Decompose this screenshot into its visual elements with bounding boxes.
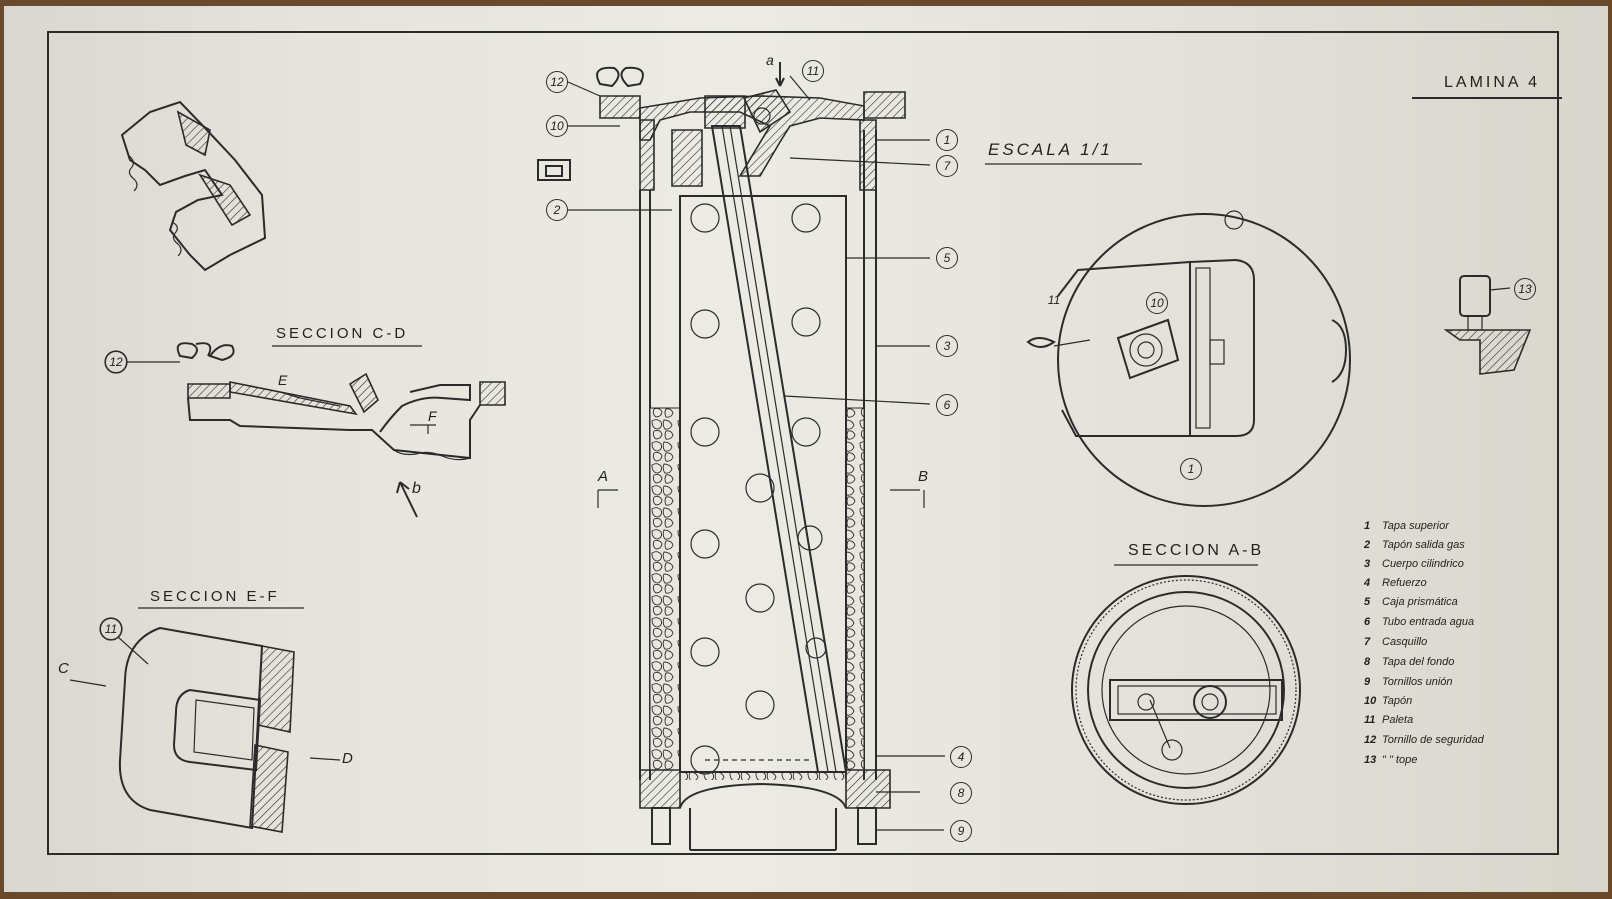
- callout-3: 3: [936, 335, 958, 357]
- legend-item: 13" " tope: [1364, 754, 1418, 766]
- plate-number: LAMINA 4: [1444, 74, 1541, 91]
- section-ef-drawing: [69, 607, 341, 833]
- callout-10: 10: [546, 115, 568, 137]
- section-cd-drawing: [104, 342, 506, 518]
- callout-8: 8: [950, 782, 972, 804]
- marker-C: C: [58, 660, 69, 677]
- marker-a: a: [766, 52, 774, 68]
- callout-13: 13: [1514, 278, 1536, 300]
- callout-12-main: 12: [546, 71, 568, 93]
- scale-label: ESCALA 1/1: [988, 140, 1113, 159]
- callout-10-plan: 10: [1146, 292, 1168, 314]
- callout-9: 9: [950, 820, 972, 842]
- marker-A: A: [598, 468, 609, 485]
- plan-view-circle: [1026, 210, 1351, 507]
- section-ab-drawing: [1071, 564, 1301, 805]
- drawing-sheet: [4, 6, 1608, 892]
- callout-11-ef: 11: [100, 618, 122, 640]
- callout-4: 4: [950, 746, 972, 768]
- marker-b: b: [412, 480, 421, 497]
- callout-1-plan: 1: [1180, 458, 1202, 480]
- callout-6: 6: [936, 394, 958, 416]
- marker-E: E: [278, 372, 288, 388]
- detail-13-drawing: [1443, 275, 1532, 375]
- callout-5: 5: [936, 247, 958, 269]
- section-ef-title: SECCION E-F: [150, 588, 280, 605]
- section-cd-title: SECCION C-D: [276, 325, 409, 342]
- marker-F: F: [428, 408, 437, 424]
- callout-12-cd: 12: [105, 351, 127, 373]
- callout-7: 7: [936, 155, 958, 177]
- detail-fragment-top-left: [120, 100, 267, 272]
- main-cross-section: [537, 62, 945, 851]
- marker-B: B: [918, 468, 929, 485]
- callout-11-main: 11: [802, 60, 824, 82]
- drawing-border: [47, 31, 1559, 855]
- section-ab-title: SECCION A-B: [1128, 542, 1265, 559]
- callout-2: 2: [546, 199, 568, 221]
- callout-11-plan: 11: [1047, 293, 1061, 307]
- callout-1: 1: [936, 129, 958, 151]
- marker-D: D: [342, 750, 353, 767]
